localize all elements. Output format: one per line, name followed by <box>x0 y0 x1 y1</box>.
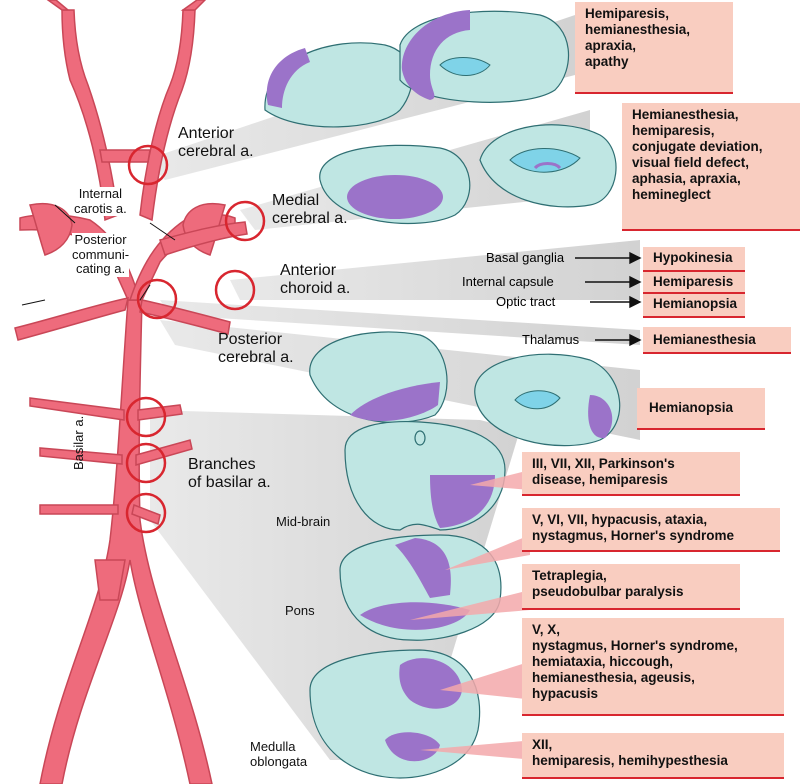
brain-anterior-lateral <box>265 43 412 127</box>
label-pons: Pons <box>285 604 315 619</box>
label-basal-ganglia: Basal ganglia <box>486 250 564 265</box>
brainstem-midbrain <box>345 422 505 530</box>
label-optic-tract: Optic tract <box>496 294 555 309</box>
brain-posterior-lateral <box>310 332 447 422</box>
artery-tree <box>15 0 247 784</box>
deficit-medial-cerebral: Hemianesthesia, hemiparesis, conjugate d… <box>622 103 800 231</box>
deficit-hypokinesia: Hypokinesia <box>643 247 745 272</box>
label-medial-cerebral: Medial cerebral a. <box>272 192 348 228</box>
deficit-medulla-lower: XII, hemiparesis, hemihypesthesia <box>522 733 784 779</box>
basilar-branch-l3 <box>40 505 118 514</box>
label-internal-capsule: Internal capsule <box>462 274 554 289</box>
right-vertebral-top <box>183 0 205 10</box>
deficit-pons-upper: V, VI, VII, hypacusis, ataxia, nystagmus… <box>522 508 780 552</box>
deficit-midbrain: III, VII, XII, Parkinson's disease, hemi… <box>522 452 740 496</box>
anterior-communicating <box>100 150 150 162</box>
posterior-cerebral-left <box>15 298 128 340</box>
label-anterior-cerebral: Anterior cerebral a. <box>178 125 254 161</box>
deficit-hemianopsia-top: Hemianopsia <box>643 294 745 318</box>
label-posterior-communicating: Posterior communi- cating a. <box>72 233 129 277</box>
deficit-pons-lower: Tetraplegia, pseudobulbar paralysis <box>522 564 740 610</box>
right-anterior-cerebral <box>140 10 195 220</box>
deficit-posterior-cerebral: Hemianopsia <box>637 388 765 430</box>
brainstem-pons <box>340 535 501 640</box>
label-anterior-choroid: Anterior choroid a. <box>280 262 350 298</box>
deficit-hemiparesis: Hemiparesis <box>643 272 745 294</box>
label-basilar: Basilar a. <box>72 416 87 470</box>
label-medulla: Medulla oblongata <box>250 740 307 769</box>
deficit-thalamus: Hemianesthesia <box>643 327 791 354</box>
label-posterior-cerebral: Posterior cerebral a. <box>218 331 294 367</box>
brain-anterior-medial <box>400 10 569 102</box>
deficit-medulla-upper: V, X, nystagmus, Horner's syndrome, hemi… <box>522 618 784 716</box>
label-internal-carotis: Internal carotis a. <box>74 187 127 216</box>
left-vertebral-top <box>48 0 68 10</box>
label-mid-brain: Mid-brain <box>276 515 330 530</box>
deficit-anterior-cerebral: Hemiparesis, hemianesthesia, apraxia, ap… <box>575 2 733 94</box>
label-branches-basilar: Branches of basilar a. <box>188 456 271 492</box>
label-thalamus: Thalamus <box>522 332 579 347</box>
